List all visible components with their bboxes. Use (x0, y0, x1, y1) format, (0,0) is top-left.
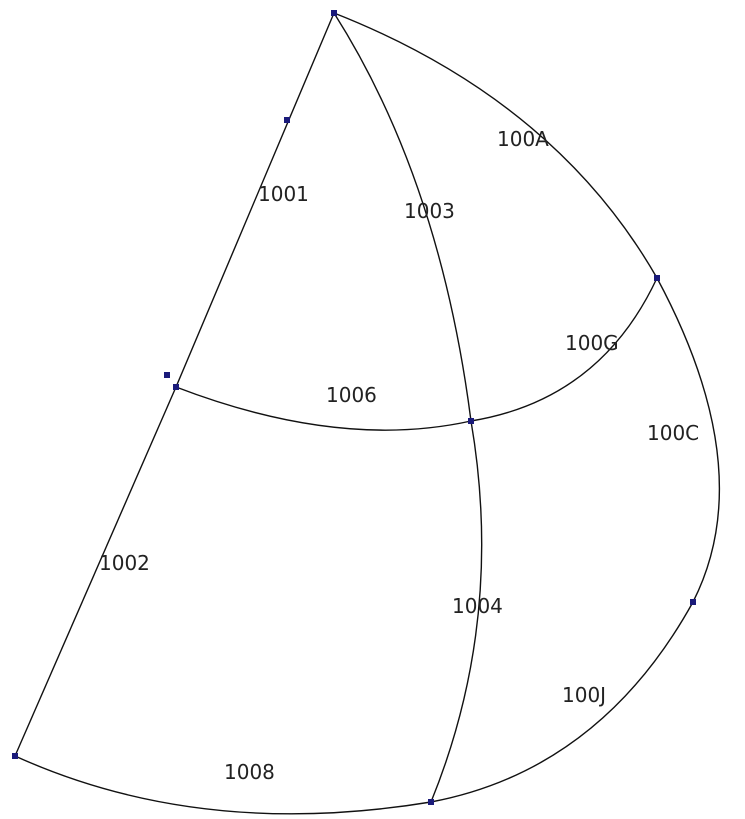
node-center (468, 418, 474, 424)
nodes (12, 10, 696, 805)
node-1001-mid (284, 117, 290, 123)
edges (14, 12, 720, 815)
edge-100C (656, 277, 720, 603)
edge-100A (333, 12, 658, 279)
edge-labels: 1001 1002 1003 1004 1006 1008 100A 100G … (99, 127, 699, 784)
label-1004: 1004 (452, 594, 503, 618)
node-left (173, 384, 179, 390)
node-right-lower (690, 599, 696, 605)
label-100G: 100G (565, 331, 619, 355)
edge-1004 (430, 420, 483, 803)
label-1008: 1008 (224, 760, 275, 784)
edge-100G (470, 277, 658, 422)
edge-1006 (175, 386, 472, 431)
label-100A: 100A (497, 127, 549, 151)
label-1001: 1001 (258, 182, 309, 206)
node-bottom-left (12, 753, 18, 759)
label-100J: 100J (562, 683, 606, 707)
node-left-offset (164, 372, 170, 378)
label-1003: 1003 (404, 199, 455, 223)
edge-1001 (175, 12, 335, 388)
label-1006: 1006 (326, 383, 377, 407)
label-1002: 1002 (99, 551, 150, 575)
edge-1003 (333, 12, 472, 422)
node-bottom (428, 799, 434, 805)
node-top (331, 10, 337, 16)
edge-1002 (14, 386, 177, 757)
edge-100J (430, 601, 694, 803)
node-right-upper (654, 275, 660, 281)
edge-1008 (14, 755, 432, 815)
label-100C: 100C (647, 421, 699, 445)
